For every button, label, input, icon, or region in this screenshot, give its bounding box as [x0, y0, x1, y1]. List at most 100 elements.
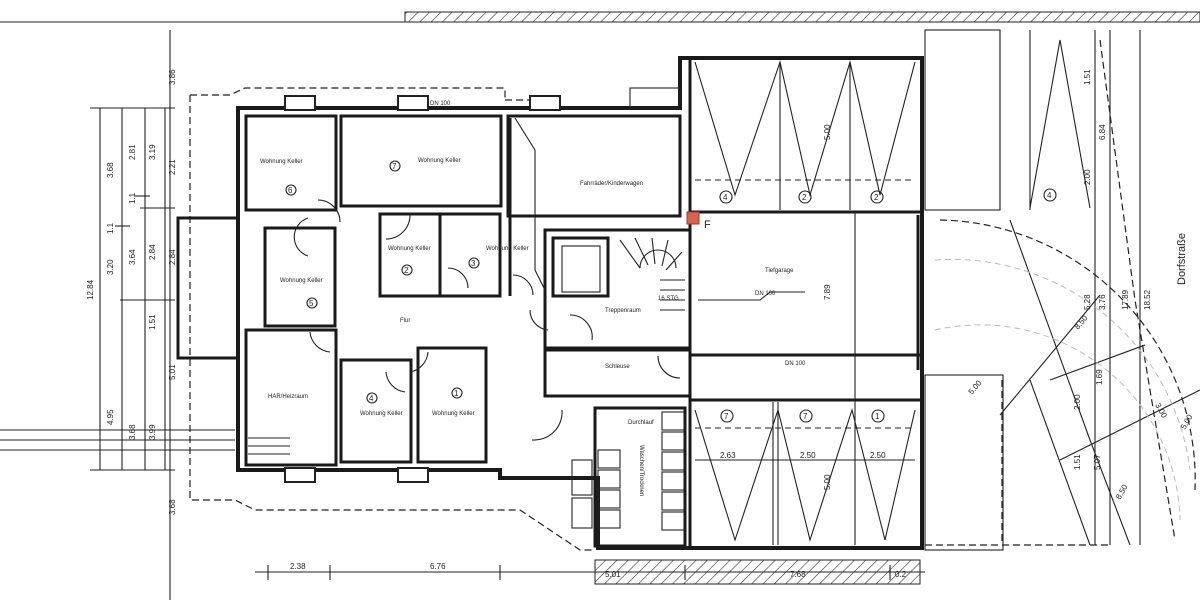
rooms-label: Durchlauf [628, 420, 654, 426]
dims-left-label: 2.81 [128, 144, 137, 160]
unit-number: 7 [389, 160, 401, 172]
rooms-label: DN 100 [785, 361, 806, 367]
unit-numbers-label: 4 [723, 193, 728, 202]
driveway [924, 29, 1200, 551]
street-label: Dorfstraße [1176, 233, 1188, 285]
unit-numbers-label: 7 [724, 412, 729, 421]
dimension-lines-left [90, 107, 175, 471]
boundary-hatch-top [404, 11, 1200, 23]
dims-left-label: 2.84 [168, 249, 177, 265]
dims-left-label: 3.68 [106, 162, 115, 178]
dims-garage-label: 2.50 [800, 451, 816, 460]
fire-marker-label: F [704, 219, 711, 231]
dims-right-label: 1.51 [1073, 454, 1082, 470]
dims-right-label: 3.00 [1153, 402, 1169, 420]
dims-right-label: 17.89 [1121, 289, 1130, 310]
fire-marker [686, 211, 700, 225]
dims-right-label: 2.00 [1073, 394, 1082, 410]
unit-numbers-label: 4 [1047, 191, 1052, 200]
unit-numbers-label: 4 [369, 394, 374, 403]
room-treppenraum: Treppenraum [605, 308, 641, 314]
stairs-label: 16 STG [658, 296, 679, 302]
room-fahrrad: Fahrräder/Kinderwagen [580, 181, 643, 187]
room-heizraum: HAR/Heizraum [268, 394, 308, 400]
unit-numbers-label: 2 [802, 193, 807, 202]
dims-right-label: 5.00 [1179, 413, 1195, 431]
dims-left-label: 3.19 [148, 144, 157, 160]
rooms-label: Wohnung Keller [388, 246, 431, 252]
unit-number: 2 [798, 190, 812, 204]
dims-garage-label: 5.00 [823, 474, 832, 490]
building-walls [176, 56, 924, 550]
unit-number: 1 [451, 387, 463, 399]
dims-garage-label: 2.50 [870, 451, 886, 460]
room-labels: Fahrräder/Kinderwagen Tiefgarage Flur Tr… [260, 101, 806, 496]
dims-left-label: 3.86 [168, 69, 177, 85]
rooms-label: Wohnung Keller [486, 246, 529, 252]
dims-bottom-label: 2.38 [290, 562, 306, 571]
dims-left-label: 2.21 [168, 159, 177, 175]
rooms-label: Wohnung Keller [360, 411, 403, 417]
unit-number: 5 [306, 297, 318, 309]
parking-spaces [694, 59, 916, 545]
rooms-label: Wohnung Keller [432, 411, 475, 417]
unit-numbers-label: 1 [454, 389, 459, 398]
unit-numbers-label: 5 [309, 299, 314, 308]
unit-numbers-label: 2 [404, 266, 409, 275]
garage-dimensions: 2.63 2.50 2.50 5.00 7.89 5.00 [720, 124, 886, 490]
unit-numbers-label: 2 [874, 193, 879, 202]
dims-left-label: 1.51 [148, 314, 157, 330]
rooms-label: DN 100 [755, 291, 776, 297]
dims-right-label: 5.28 [1083, 294, 1092, 310]
unit-numbers-label: 7 [392, 162, 397, 171]
unit-number: 4 [366, 392, 378, 404]
dim-left-1-1-a: 1.1 [106, 222, 115, 234]
unit-number: 6 [285, 184, 297, 196]
dims-bottom-label: 6.76 [430, 562, 446, 571]
dims-right-label: 5.00 [967, 378, 984, 396]
dims-right-label: 2.00 [1083, 169, 1092, 185]
dims-left-label: 3.68 [128, 424, 137, 440]
room-tiefgarage: Tiefgarage [765, 268, 794, 274]
dims-bottom-label: 5.01 [605, 570, 621, 579]
dims-right-label: 8.50 [1114, 483, 1130, 501]
unit-number: 4 [719, 190, 733, 204]
room-schleuse: Schleuse [605, 364, 630, 370]
dims-left-label: 2.84 [148, 244, 157, 260]
unit-number: 1 [871, 409, 885, 423]
dims-right-label: 18.52 [1143, 289, 1152, 310]
dim-left-1-1-b: 1.1 [128, 192, 137, 204]
dims-right-label: 8.50 [1073, 313, 1090, 331]
dims-garage-label: 5.00 [823, 124, 832, 140]
dims-left-label: 3.99 [148, 424, 157, 440]
dims-garage-label: 7.89 [823, 284, 832, 300]
dims-left-label: 12.84 [86, 279, 95, 300]
dims-left-label: 3.68 [168, 499, 177, 515]
dims-left-label: 4.95 [106, 409, 115, 425]
unit-number: 3 [468, 257, 480, 269]
unit-number: 2 [401, 264, 413, 276]
unit-number: 2 [870, 190, 884, 204]
unit-number: 7 [799, 409, 813, 423]
dims-garage-label: 2.63 [720, 451, 736, 460]
dims-left-label: 3.64 [128, 249, 137, 265]
rooms-label: Wohnung Keller [280, 278, 323, 284]
rooms-label: DN 100 [430, 101, 451, 107]
unit-numbers-label: 6 [288, 186, 293, 195]
unit-number: 7 [720, 409, 734, 423]
dims-right-label: 6.84 [1098, 124, 1107, 140]
dims-right-label: 3.76 [1098, 294, 1107, 310]
dims-left-label: 5.01 [168, 364, 177, 380]
unit-numbers-label: 1 [875, 412, 880, 421]
dimension-labels-left: 12.84 4.95 3.20 1.1 3.68 3.64 2.81 1.1 3… [86, 69, 177, 515]
unit-number: 4 [1043, 188, 1057, 202]
dimension-lines-bottom: 2.38 6.76 5.01 7.68 0.2 [255, 562, 925, 580]
dims-right-label: 5.07 [1093, 454, 1102, 470]
room-waschen: Waschen/Trocknen [638, 445, 644, 496]
dims-right-label: 1.51 [1083, 69, 1092, 85]
room-flur: Flur [400, 318, 410, 324]
interior-walls [244, 58, 922, 548]
dims-bottom-label: 0.2 [895, 570, 907, 579]
rooms-label: Wohnung Keller [418, 158, 461, 164]
